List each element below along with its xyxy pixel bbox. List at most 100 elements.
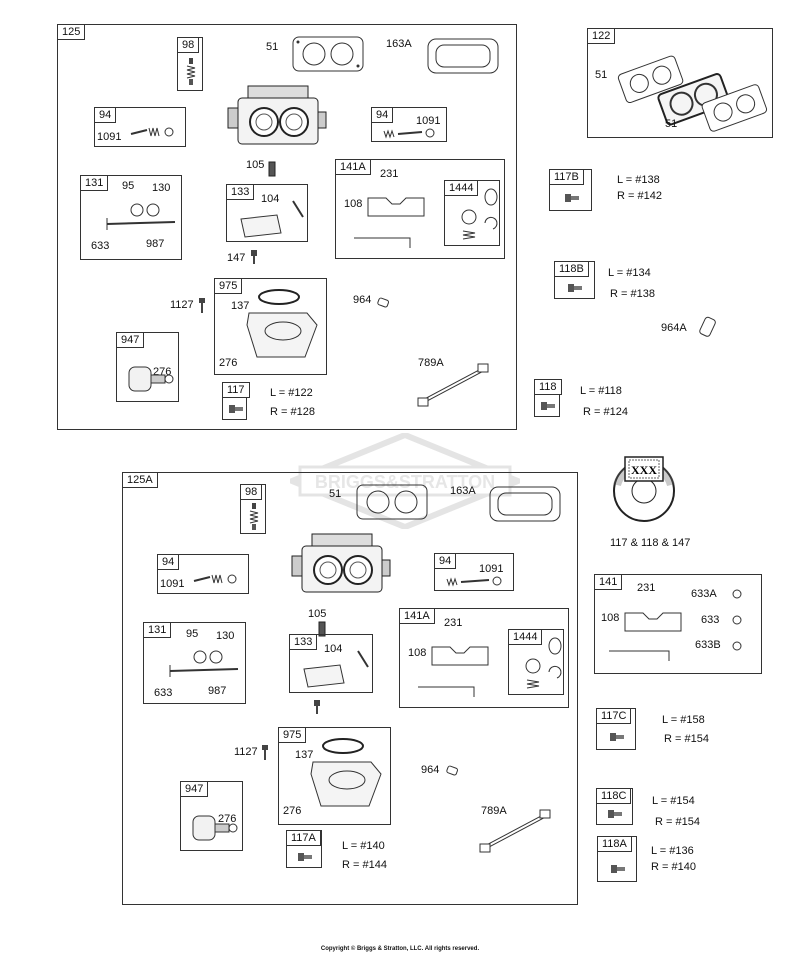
label-964a: 964A (661, 322, 687, 334)
label-130: 130 (216, 630, 235, 642)
part-box-94-right[interactable]: 94 1091 (434, 553, 514, 591)
assembly-frame-125: 125 (57, 24, 517, 430)
label-1091: 1091 (97, 131, 122, 143)
part-box-131[interactable]: 131 95 130 633 987 (80, 175, 182, 260)
part-box-117c[interactable]: 117C (596, 708, 636, 750)
gasket-51-icon (356, 484, 428, 520)
solenoid-icon (192, 815, 238, 841)
part-tag-975: 975 (278, 727, 307, 743)
bowl-icon (310, 761, 382, 807)
part-tag-133: 133 (289, 634, 318, 650)
label-633b: 633B (695, 639, 721, 651)
part-box-118a[interactable]: 118A (597, 836, 637, 882)
bolt-icon (610, 733, 624, 741)
choke-plate-icon (240, 200, 304, 238)
label-95: 95 (122, 180, 135, 192)
screw-spring-icon (446, 576, 502, 587)
label-964: 964 (353, 294, 372, 306)
part-box-98[interactable]: 98 (240, 484, 266, 534)
plug-964-icon (446, 765, 459, 776)
part-box-1444[interactable]: 1444 (444, 180, 500, 246)
frame-tag: 125A (122, 472, 158, 488)
label-1127: 1127 (234, 746, 258, 758)
part-box-141a[interactable]: 141A 231 108 1444 (335, 159, 505, 259)
part-box-94-left[interactable]: 94 1091 (157, 554, 249, 594)
bolt-icon (565, 194, 579, 202)
label-95: 95 (186, 628, 199, 640)
part-box-141[interactable]: 141 231 633A 108 633 633B (594, 574, 762, 674)
part-box-947[interactable]: 947 276 (116, 332, 179, 402)
label-633: 633 (91, 240, 110, 252)
part-box-117[interactable]: 117 (222, 382, 250, 420)
label-130: 130 (152, 182, 171, 194)
label-118b-right: R = #138 (610, 288, 655, 300)
label-789a: 789A (418, 357, 444, 369)
choke-plate-icon (303, 650, 369, 688)
part-box-117a[interactable]: 117A (286, 830, 322, 868)
label-987: 987 (146, 238, 165, 250)
label-231: 231 (637, 582, 656, 594)
gasket-stack-icon (617, 55, 768, 132)
screw-147-icon (314, 700, 320, 714)
label-108: 108 (408, 647, 427, 659)
label-117-left: L = #122 (270, 387, 313, 399)
bolt-icon (568, 284, 582, 292)
part-box-1444[interactable]: 1444 (508, 629, 564, 695)
bolt-icon (229, 405, 243, 413)
part-tag-94: 94 (94, 107, 117, 123)
part-tag-117a: 117A (286, 830, 321, 846)
part-box-94-right[interactable]: 94 1091 (371, 107, 447, 142)
oring-137-icon (258, 289, 300, 305)
part-box-133[interactable]: 133 104 (226, 184, 308, 242)
part-box-98[interactable]: 98 (177, 37, 203, 91)
label-633: 633 (701, 614, 720, 626)
bowl-icon (246, 312, 318, 358)
part-box-118[interactable]: 118 (534, 379, 562, 417)
gasket-108-icon (367, 197, 425, 217)
plug-105-icon (318, 621, 326, 637)
carburetor-icon[interactable] (291, 532, 392, 600)
label-163a: 163A (386, 38, 412, 50)
label-1091: 1091 (479, 563, 504, 575)
screw-1127-icon (262, 745, 268, 760)
part-box-94-left[interactable]: 94 1091 (94, 107, 186, 147)
label-117-right: R = #128 (270, 406, 315, 418)
part-box-131[interactable]: 131 95 130 633 987 (143, 622, 246, 704)
plug-105-icon (268, 161, 276, 177)
solenoid-icon (128, 366, 174, 392)
part-box-118b[interactable]: 118B (554, 261, 595, 299)
part-box-141a[interactable]: 141A 231 108 1444 (399, 608, 569, 708)
label-117b-left: L = #138 (617, 174, 660, 186)
label-1127: 1127 (170, 299, 194, 311)
part-box-117b[interactable]: 117B (549, 169, 592, 211)
part-box-118c[interactable]: 118C (596, 788, 633, 825)
part-tag-118: 118 (534, 379, 562, 395)
part-box-133[interactable]: 133 104 (289, 634, 373, 693)
label-105: 105 (308, 608, 327, 620)
part-box-122[interactable]: 122 51 51 (587, 28, 773, 138)
assembly-frame-125a: 125A (122, 472, 578, 905)
part-tag-122: 122 (587, 28, 616, 44)
carburetor-icon[interactable] (227, 84, 328, 152)
part-tag-1444: 1444 (444, 180, 479, 196)
oring-137-icon (322, 738, 364, 754)
label-789a: 789A (481, 805, 507, 817)
label-51: 51 (665, 118, 678, 130)
part-box-975[interactable]: 975 137 276 (214, 278, 327, 375)
part-tag-133: 133 (226, 184, 255, 200)
screw-kit-bag-icon[interactable]: XXX (605, 455, 683, 522)
part-box-947[interactable]: 947 276 (180, 781, 243, 851)
label-276: 276 (219, 357, 238, 369)
label-231: 231 (380, 168, 399, 180)
label-108: 108 (344, 198, 363, 210)
part-tag-117: 117 (222, 382, 250, 398)
part-tag-94: 94 (434, 553, 457, 569)
label-633: 633 (154, 687, 173, 699)
label-51: 51 (595, 69, 608, 81)
part-box-975[interactable]: 975 137 276 (278, 727, 391, 825)
label-108: 108 (601, 612, 620, 624)
part-tag-118b: 118B (554, 261, 589, 277)
label-633a: 633A (691, 588, 717, 600)
label-118c-right: R = #154 (655, 816, 700, 828)
plug-964a-icon (699, 316, 716, 337)
